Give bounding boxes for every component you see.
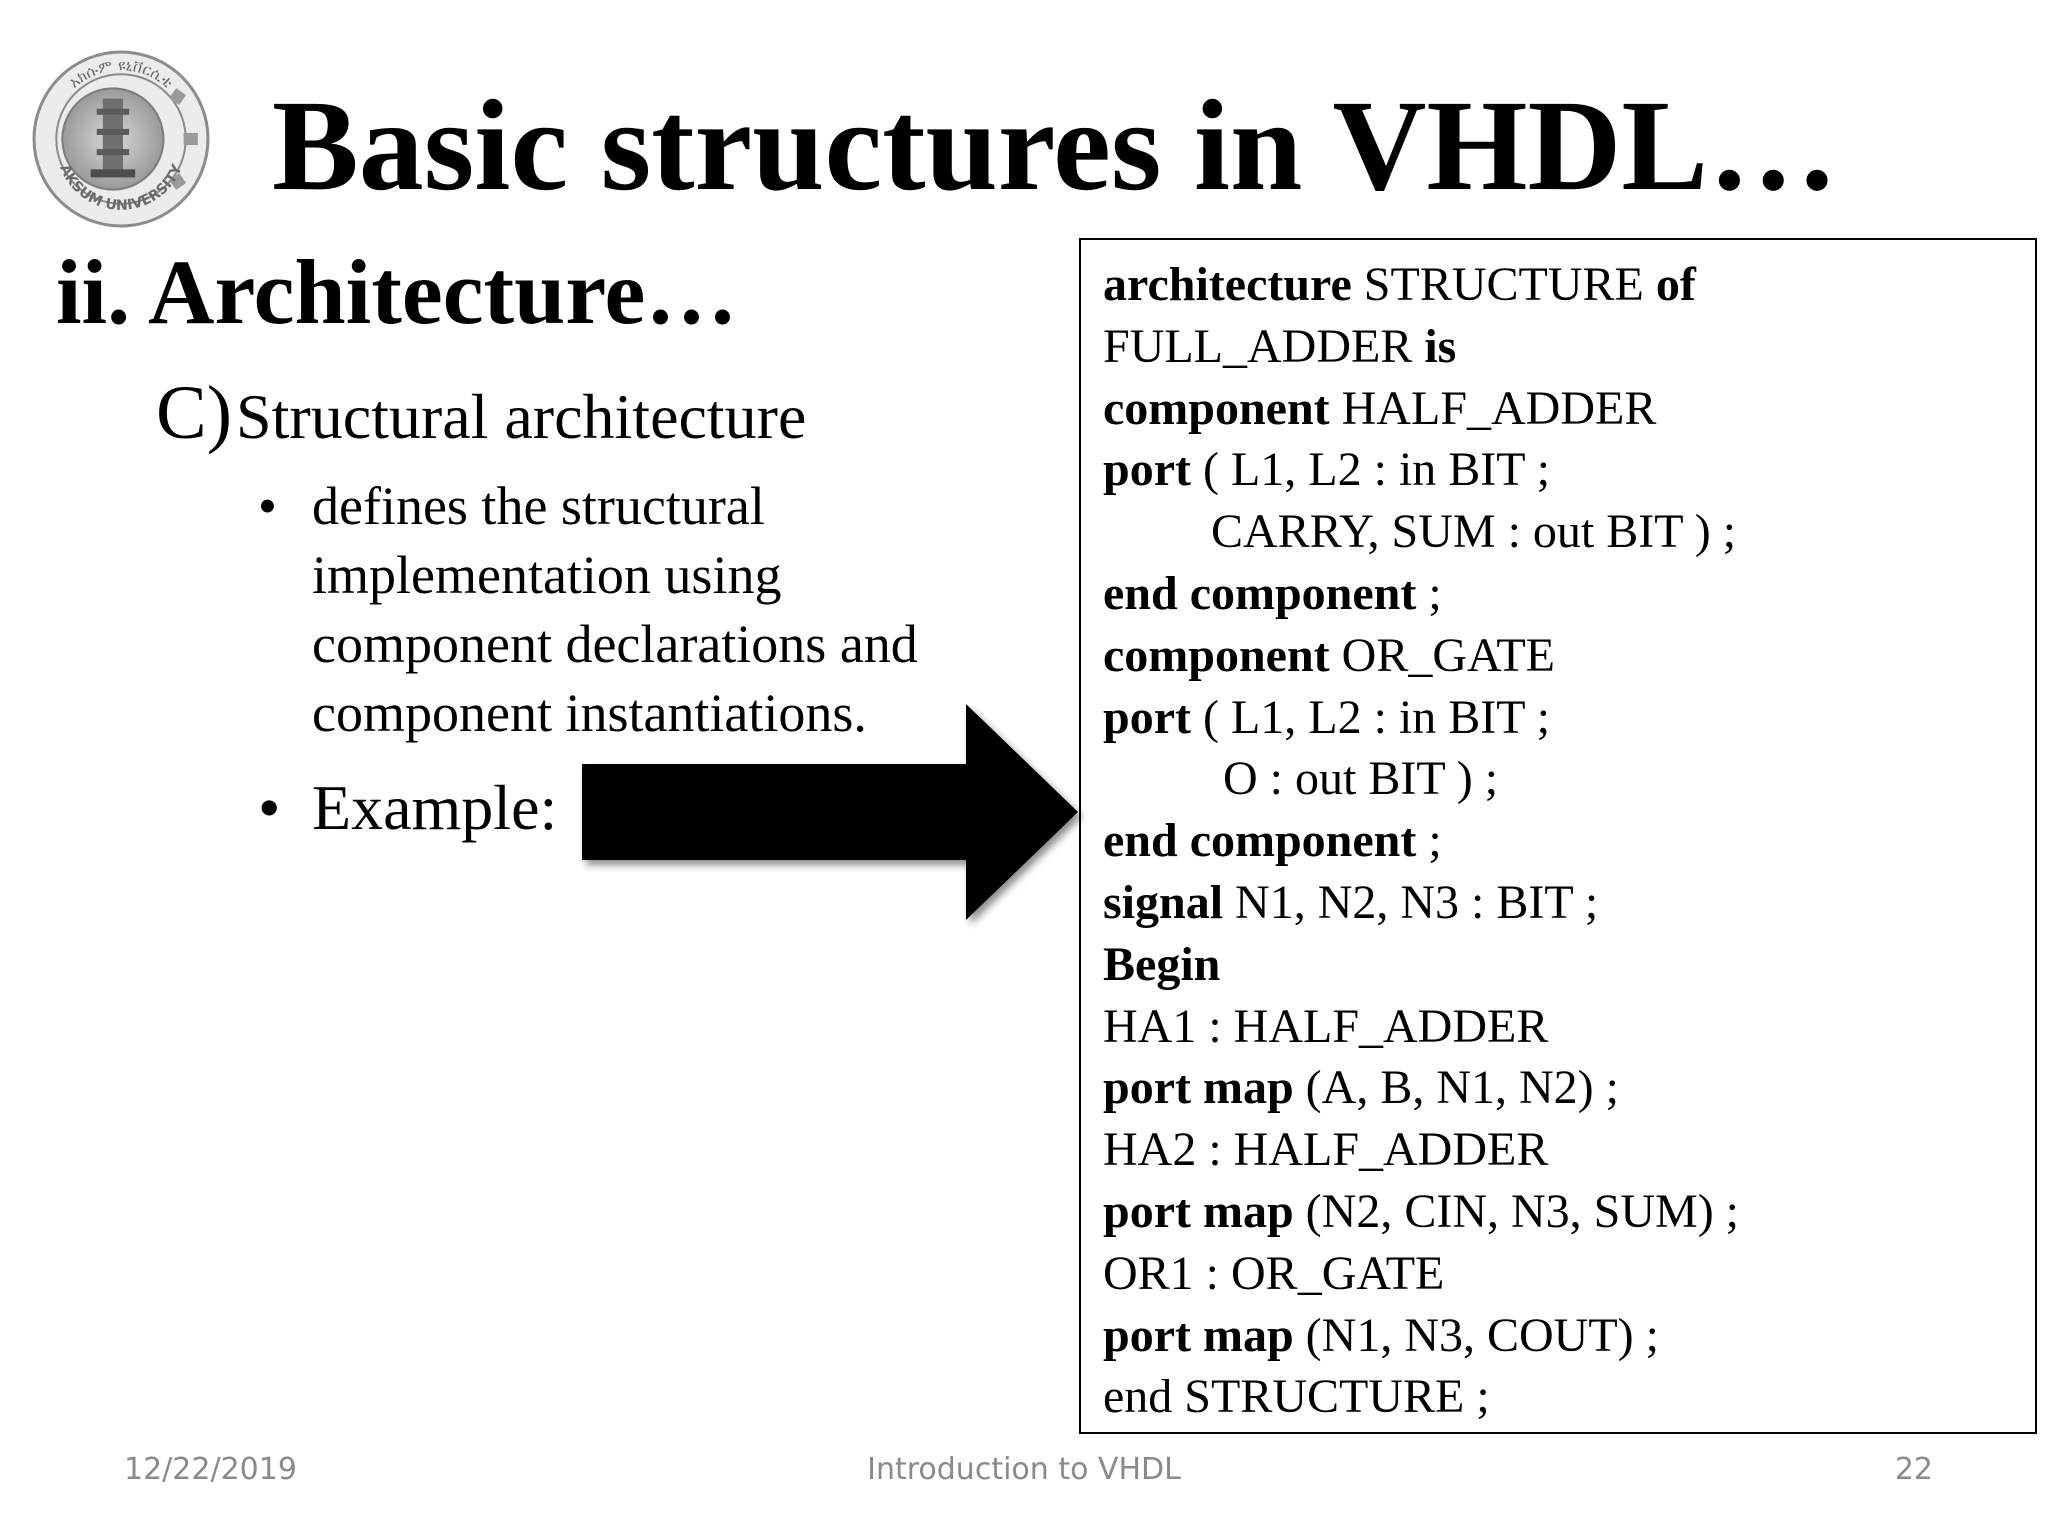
code-text: ; bbox=[1416, 814, 1442, 868]
code-text: (N2, CIN, N3, SUM) ; bbox=[1293, 1184, 1740, 1238]
bullet-text: Example: bbox=[312, 770, 557, 846]
code-line: CARRY, SUM : out BIT ) ; bbox=[1103, 501, 2015, 563]
sub-heading-text: Structural architecture bbox=[236, 381, 807, 452]
bullet-line: component instantiations. bbox=[312, 683, 867, 743]
code-text: HALF_ADDER bbox=[1329, 381, 1657, 435]
code-line: architecture STRUCTURE of bbox=[1103, 254, 2015, 316]
bullet-line: defines the structural bbox=[312, 476, 765, 536]
code-line: port ( L1, L2 : in BIT ; bbox=[1103, 439, 2015, 501]
bullet-dot: • bbox=[258, 772, 281, 843]
code-line: end component ; bbox=[1103, 810, 2015, 872]
code-text: HA2 : HALF_ADDER bbox=[1103, 1123, 1549, 1177]
code-text: N1, N2, N3 : BIT ; bbox=[1223, 875, 1599, 929]
code-keyword: end component bbox=[1103, 566, 1417, 620]
bullet-line: component declarations and bbox=[312, 614, 918, 674]
code-keyword: port map bbox=[1103, 1061, 1294, 1115]
right-arrow-icon bbox=[582, 704, 1078, 920]
code-keyword: end component bbox=[1103, 814, 1417, 868]
code-line: HA1 : HALF_ADDER bbox=[1103, 996, 2015, 1058]
code-line: signal N1, N2, N3 : BIT ; bbox=[1103, 872, 2015, 934]
code-keyword: signal bbox=[1103, 875, 1224, 929]
code-line: port map (N2, CIN, N3, SUM) ; bbox=[1103, 1181, 2015, 1243]
code-keyword: architecture bbox=[1103, 258, 1352, 311]
bullet-item-example: • Example: bbox=[258, 770, 598, 850]
code-text: FULL_ADDER bbox=[1103, 319, 1425, 373]
code-text: ( L1, L2 : in BIT ; bbox=[1190, 443, 1551, 497]
code-text: HA1 : HALF_ADDER bbox=[1103, 999, 1549, 1053]
sub-heading-letter: C) bbox=[156, 371, 232, 455]
code-line: port map (A, B, N1, N2) ; bbox=[1103, 1057, 2015, 1119]
code-line: end component ; bbox=[1103, 563, 2015, 625]
slide-title: Basic structures in VHDL… bbox=[272, 74, 1839, 218]
code-text: (N1, N3, COUT) ; bbox=[1293, 1308, 1659, 1362]
code-line: component HALF_ADDER bbox=[1103, 378, 2015, 440]
university-seal-icon: አክሱም ዩኒቨርሲቲ AKSUM UNIVERSITY bbox=[32, 50, 210, 228]
code-line: FULL_ADDER is bbox=[1103, 316, 2015, 378]
code-keyword: is bbox=[1424, 319, 1457, 373]
section-heading: ii. Architecture… bbox=[56, 241, 738, 343]
code-text: CARRY, SUM : out BIT ) ; bbox=[1103, 505, 1737, 559]
code-line: end STRUCTURE ; bbox=[1103, 1366, 2015, 1428]
code-line: HA2 : HALF_ADDER bbox=[1103, 1119, 2015, 1181]
code-keyword: port bbox=[1103, 443, 1191, 497]
code-text: O : out BIT ) ; bbox=[1103, 752, 1499, 806]
code-text: OR1 : OR_GATE bbox=[1103, 1246, 1445, 1300]
code-line: port map (N1, N3, COUT) ; bbox=[1103, 1305, 2015, 1367]
code-line: OR1 : OR_GATE bbox=[1103, 1243, 2015, 1305]
bullet-line: implementation using bbox=[312, 545, 782, 605]
code-text: OR_GATE bbox=[1329, 628, 1555, 682]
footer-page-number: 22 bbox=[1894, 1452, 1933, 1487]
code-keyword: port map bbox=[1103, 1184, 1294, 1238]
code-line: Begin bbox=[1103, 934, 2015, 996]
code-text: STRUCTURE bbox=[1351, 258, 1656, 311]
footer-title: Introduction to VHDL bbox=[867, 1452, 1181, 1487]
code-text: (A, B, N1, N2) ; bbox=[1293, 1061, 1619, 1115]
bullet-text: defines the structural implementation us… bbox=[312, 472, 918, 748]
code-keyword: Begin bbox=[1103, 937, 1221, 991]
code-line: port ( L1, L2 : in BIT ; bbox=[1103, 687, 2015, 749]
code-text: ( L1, L2 : in BIT ; bbox=[1190, 690, 1551, 744]
code-text: end STRUCTURE ; bbox=[1103, 1370, 1490, 1424]
code-line: O : out BIT ) ; bbox=[1103, 748, 2015, 810]
bullet-line: Example: bbox=[312, 772, 558, 843]
footer-date: 12/22/2019 bbox=[124, 1452, 297, 1487]
code-keyword: component bbox=[1103, 381, 1330, 435]
sub-heading: C) Structural architecture bbox=[156, 371, 807, 456]
code-keyword: port map bbox=[1103, 1308, 1294, 1362]
code-keyword: component bbox=[1103, 628, 1330, 682]
code-line: component OR_GATE bbox=[1103, 625, 2015, 687]
code-keyword: port bbox=[1103, 690, 1191, 744]
bullet-dot: • bbox=[258, 476, 277, 536]
code-keyword: of bbox=[1655, 258, 1696, 311]
bullet-item: • defines the structural implementation … bbox=[258, 472, 978, 762]
code-text: ; bbox=[1416, 566, 1442, 620]
